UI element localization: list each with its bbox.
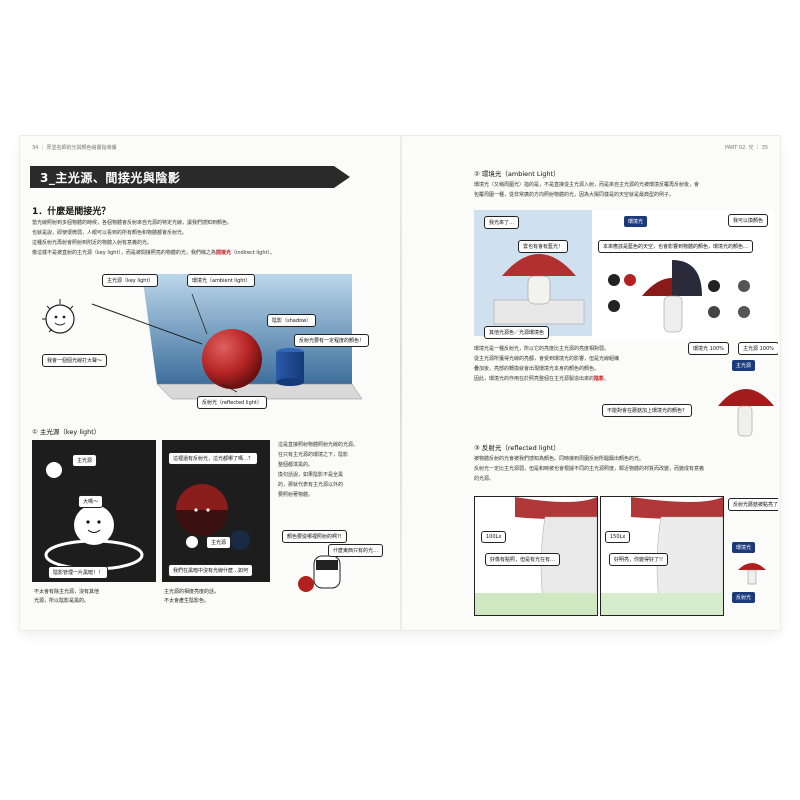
bubble-reflected-1: 好像有點照，但是有光在有… (485, 553, 561, 566)
key-line: 要照射著物體。 (278, 492, 314, 498)
bubble-bottom: 不能對會在蘑菇加上環境光的顏色？ (602, 404, 693, 417)
reflected-side-illustration: 反射光蘑菇被點亮了 環境光 反射光 (726, 496, 778, 614)
reflected-panel-2-art (601, 497, 723, 615)
label-ambient-light: 環境光（ambient light） (187, 274, 256, 287)
ambient-detail-line: 疊加後，亮部的轉換就會出現環境光本身的顏色的顏色。 (474, 366, 600, 372)
cylinder-body (276, 352, 304, 382)
ambient-detail-line: 因此，環境光的作用在於照亮整個在主光源製造出來的陰影。 (474, 376, 610, 382)
key-line: 這是直接照射物體照射光線的光源。 (278, 442, 359, 448)
bubble-reflected-2: 好明亮，你變得好了!! (609, 553, 669, 566)
intro-line: 像這樣不是被直射的主光源（key light），而是被間接照亮的物體的光，我們稱… (32, 248, 382, 258)
reflected-paragraph: 被物體反射的光會被我們感知為顏色。同時接到周圍反射所醞釀出顏色的光。 反射光一定… (474, 454, 774, 484)
book-spread: 34 ｜ 厚塗名師的光與顏色繪畫指導課 3_主光源、間接光與陰影 1．什麼是間接… (20, 136, 780, 630)
key-line: 換句話說，如果陰影不是全黑 (278, 472, 344, 478)
bubble-manga-note: 顏色要從哪裡照射的啊?! (282, 530, 347, 543)
intro-line: 當光線照射到多個物體的時候，各個物體會反射來自光源的特定光線，讓我們感知到顏色。 (32, 220, 233, 226)
lux-100: 100Lx (481, 531, 507, 543)
tag-ambient: 環境光 (624, 216, 648, 227)
lux-150: 150Lx (605, 531, 631, 543)
ambient-detail-line: 環境光是一種反射光，所以它的亮度比主光源的亮度相對弱。 (474, 346, 610, 352)
bubble-shadow-comic: 陰影管理一片黑暗！！ (48, 566, 109, 579)
subsection-ambient: ② 環境光（ambient Light） (474, 170, 560, 178)
label-key-light: 主光源（key light） (102, 274, 159, 287)
comic-panel-2: 這裡還有反射光，這光都哪了嗎…？ 主光源 我們在黑暗中沒有光線什麼…如何 (162, 440, 270, 582)
caption-panel-left: 不太會有除主光源，沒有其他 光源，所以陰影是黑的。 (34, 589, 100, 604)
manga-character: 顏色要從哪裡照射的啊?! 什麼東西只有的光… (278, 526, 388, 606)
ambient-illustration-art (474, 210, 774, 340)
caption-panel-mid: 主光源的相度亮度的話， 不太會產生陰影色。 (164, 589, 220, 604)
shadow-highlight: 陰影 (594, 376, 605, 382)
red-sphere (202, 329, 262, 389)
light-diagram: 主光源（key light） 環境光（ambient light） 陰影（sha… (32, 264, 388, 412)
left-page: 34 ｜ 厚塗名師的光與顏色繪畫指導課 3_主光源、間接光與陰影 1．什麼是間接… (20, 136, 400, 630)
bubble-sky: 我光來了… (484, 216, 520, 229)
bubble-comic-dark: 我們在黑暗中沒有光線什麼…如何 (168, 564, 254, 577)
bubble-bang: 大嗎～ (78, 495, 104, 508)
section-title: 3_主光源、間接光與陰影 (40, 171, 181, 185)
ambient-paragraph: 環境光（又稱周圍光）指的是，不是直接從主光源入射，而是來自主光源的光被環境反覆再… (474, 180, 774, 200)
cylinder-bottom (276, 378, 304, 386)
tag-reflected-small: 反射光 (732, 592, 756, 603)
light-diagram-art (42, 274, 363, 400)
reflected-line: 反射光一定比主光源弱，但是和時被也會根據不同的主光源照度，鄰近物體的材質而改變，… (474, 466, 705, 472)
key-light-paragraph: 這是直接照射物體照射光線的光源。 在只有主光源的環境之下，陰影 整個都漆黑的。 … (278, 440, 390, 500)
book-spine (400, 136, 402, 630)
bubble-right-side: 反射光蘑菇被點亮了 (728, 498, 778, 511)
section-title-bar: 3_主光源、間接光與陰影 (30, 166, 350, 188)
reflected-panel-1: 100Lx 好像有點照，但是有光在有… (474, 496, 598, 616)
heading-indirect-light: 1．什麼是間接光？ (32, 207, 111, 217)
bubble-comic-question: 這裡還有反射光，這光都哪了嗎…？ (168, 452, 259, 465)
ambient-detail-paragraph: 環境光是一種反射光，所以它的亮度比主光源的亮度相對弱。 從主光源所獲得光線的亮都… (474, 344, 674, 384)
bubble-clouds: 雲也有會有藍光！ (518, 240, 569, 253)
subsection-reflected: ③ 反射光（reflected light） (474, 444, 560, 452)
running-head-left: 34 ｜ 厚塗名師的光與顏色繪畫指導課 (32, 145, 117, 151)
subsection-key-light: ① 主光源（key light） (32, 428, 101, 436)
running-head-right: PART 02. 光 ｜ 35 (725, 145, 768, 151)
label-reflected-light: 反射光（reflected light） (197, 396, 267, 409)
ambient-illustration: 我光來了… 雲也有會有藍光！ 環境光 我可以換顏色 本來應該是藍色的天空，也會影… (474, 210, 774, 340)
label-sun-caption: 我會一個個光線打大聲～ (42, 354, 108, 367)
reflected-side-art (738, 563, 766, 585)
manga-character-art (298, 555, 341, 592)
reflected-panel-1-art (475, 497, 597, 615)
intro-line-text: 像這樣不是被直射的主光源（key light），而是被間接照亮的物體的光，我們稱… (32, 250, 216, 256)
ambient-line: 環境光（又稱周圍光）指的是，不是直接從主光源入射，而是來自主光源的光被環境反覆再… (474, 182, 700, 188)
bubble-comic-main: 主光源 (206, 536, 232, 549)
ambient-line: 包覆周圍一種，從非常廣的方向照射物體的光，因為大陽同樣是的天空就是最典型的例子。 (474, 192, 675, 198)
intro-line: 這種反射光再射會照射到附近的物體入射有意義的光。 (32, 240, 153, 246)
bubble-manga-note-2: 什麼東西只有的光… (328, 544, 384, 557)
label-shadow: 陰影（shadow） (267, 314, 317, 327)
key-line: 整個都漆黑的。 (278, 462, 314, 468)
ambient-detail-line: 從主光源所獲得光線的亮都，會受到環境光的影響，但是光線組織 (474, 356, 620, 362)
sun-character (45, 304, 75, 334)
box-ambient: 環境光 100% (688, 342, 729, 355)
comic-panel-1: 主光源 大嗎～ 陰影管理一片黑暗！！ (32, 440, 156, 582)
label-reflected-note: 反射光要有一定程度的顏色！ (294, 334, 370, 347)
bubble-main-light: 主光源 (72, 454, 98, 467)
box-key: 主光源 100% (738, 342, 778, 355)
reflected-line: 被物體反射的光會被我們感知為顏色。同時接到周圍反射所醞釀出顏色的光。 (474, 456, 645, 462)
key-line: 在只有主光源的環境之下，陰影 (278, 452, 349, 458)
intro-line-tail: （indirect light）。 (230, 250, 275, 256)
intro-paragraph: 當光線照射到多個物體的時候，各個物體會反射來自光源的特定光線，讓我們感知到顏色。… (32, 218, 382, 258)
key-line: 的，那就代表有主光源以外的 (278, 482, 344, 488)
mini-mushroom-illustration: 環境光 100% 主光源 100% 主光源 (688, 342, 778, 442)
tag-main-light: 主光源 (732, 360, 756, 371)
right-page: PART 02. 光 ｜ 35 ② 環境光（ambient Light） 環境光… (402, 136, 780, 630)
reflected-panel-2: 150Lx 好明亮，你變得好了!! (600, 496, 724, 616)
bubble-note: 本來應該是藍色的天空，也會影響到物體的顏色，環境光的顏色… (598, 240, 754, 253)
intro-line: 也就是說，即使很微弱，人眼可以看到的所有顏色和物體都會反射光。 (32, 230, 188, 236)
tag-ambient-small: 環境光 (732, 542, 756, 553)
mini-mushroom-art (718, 389, 774, 437)
comic-panel-2-art (176, 484, 250, 550)
reflected-line: 的光源。 (474, 476, 495, 482)
indirect-light-highlight: 間接光 (215, 250, 231, 256)
bubble-mushroom-note: 其他光源色／光源環境色 (484, 326, 550, 339)
bubble-top-right: 我可以換顏色 (728, 214, 769, 227)
